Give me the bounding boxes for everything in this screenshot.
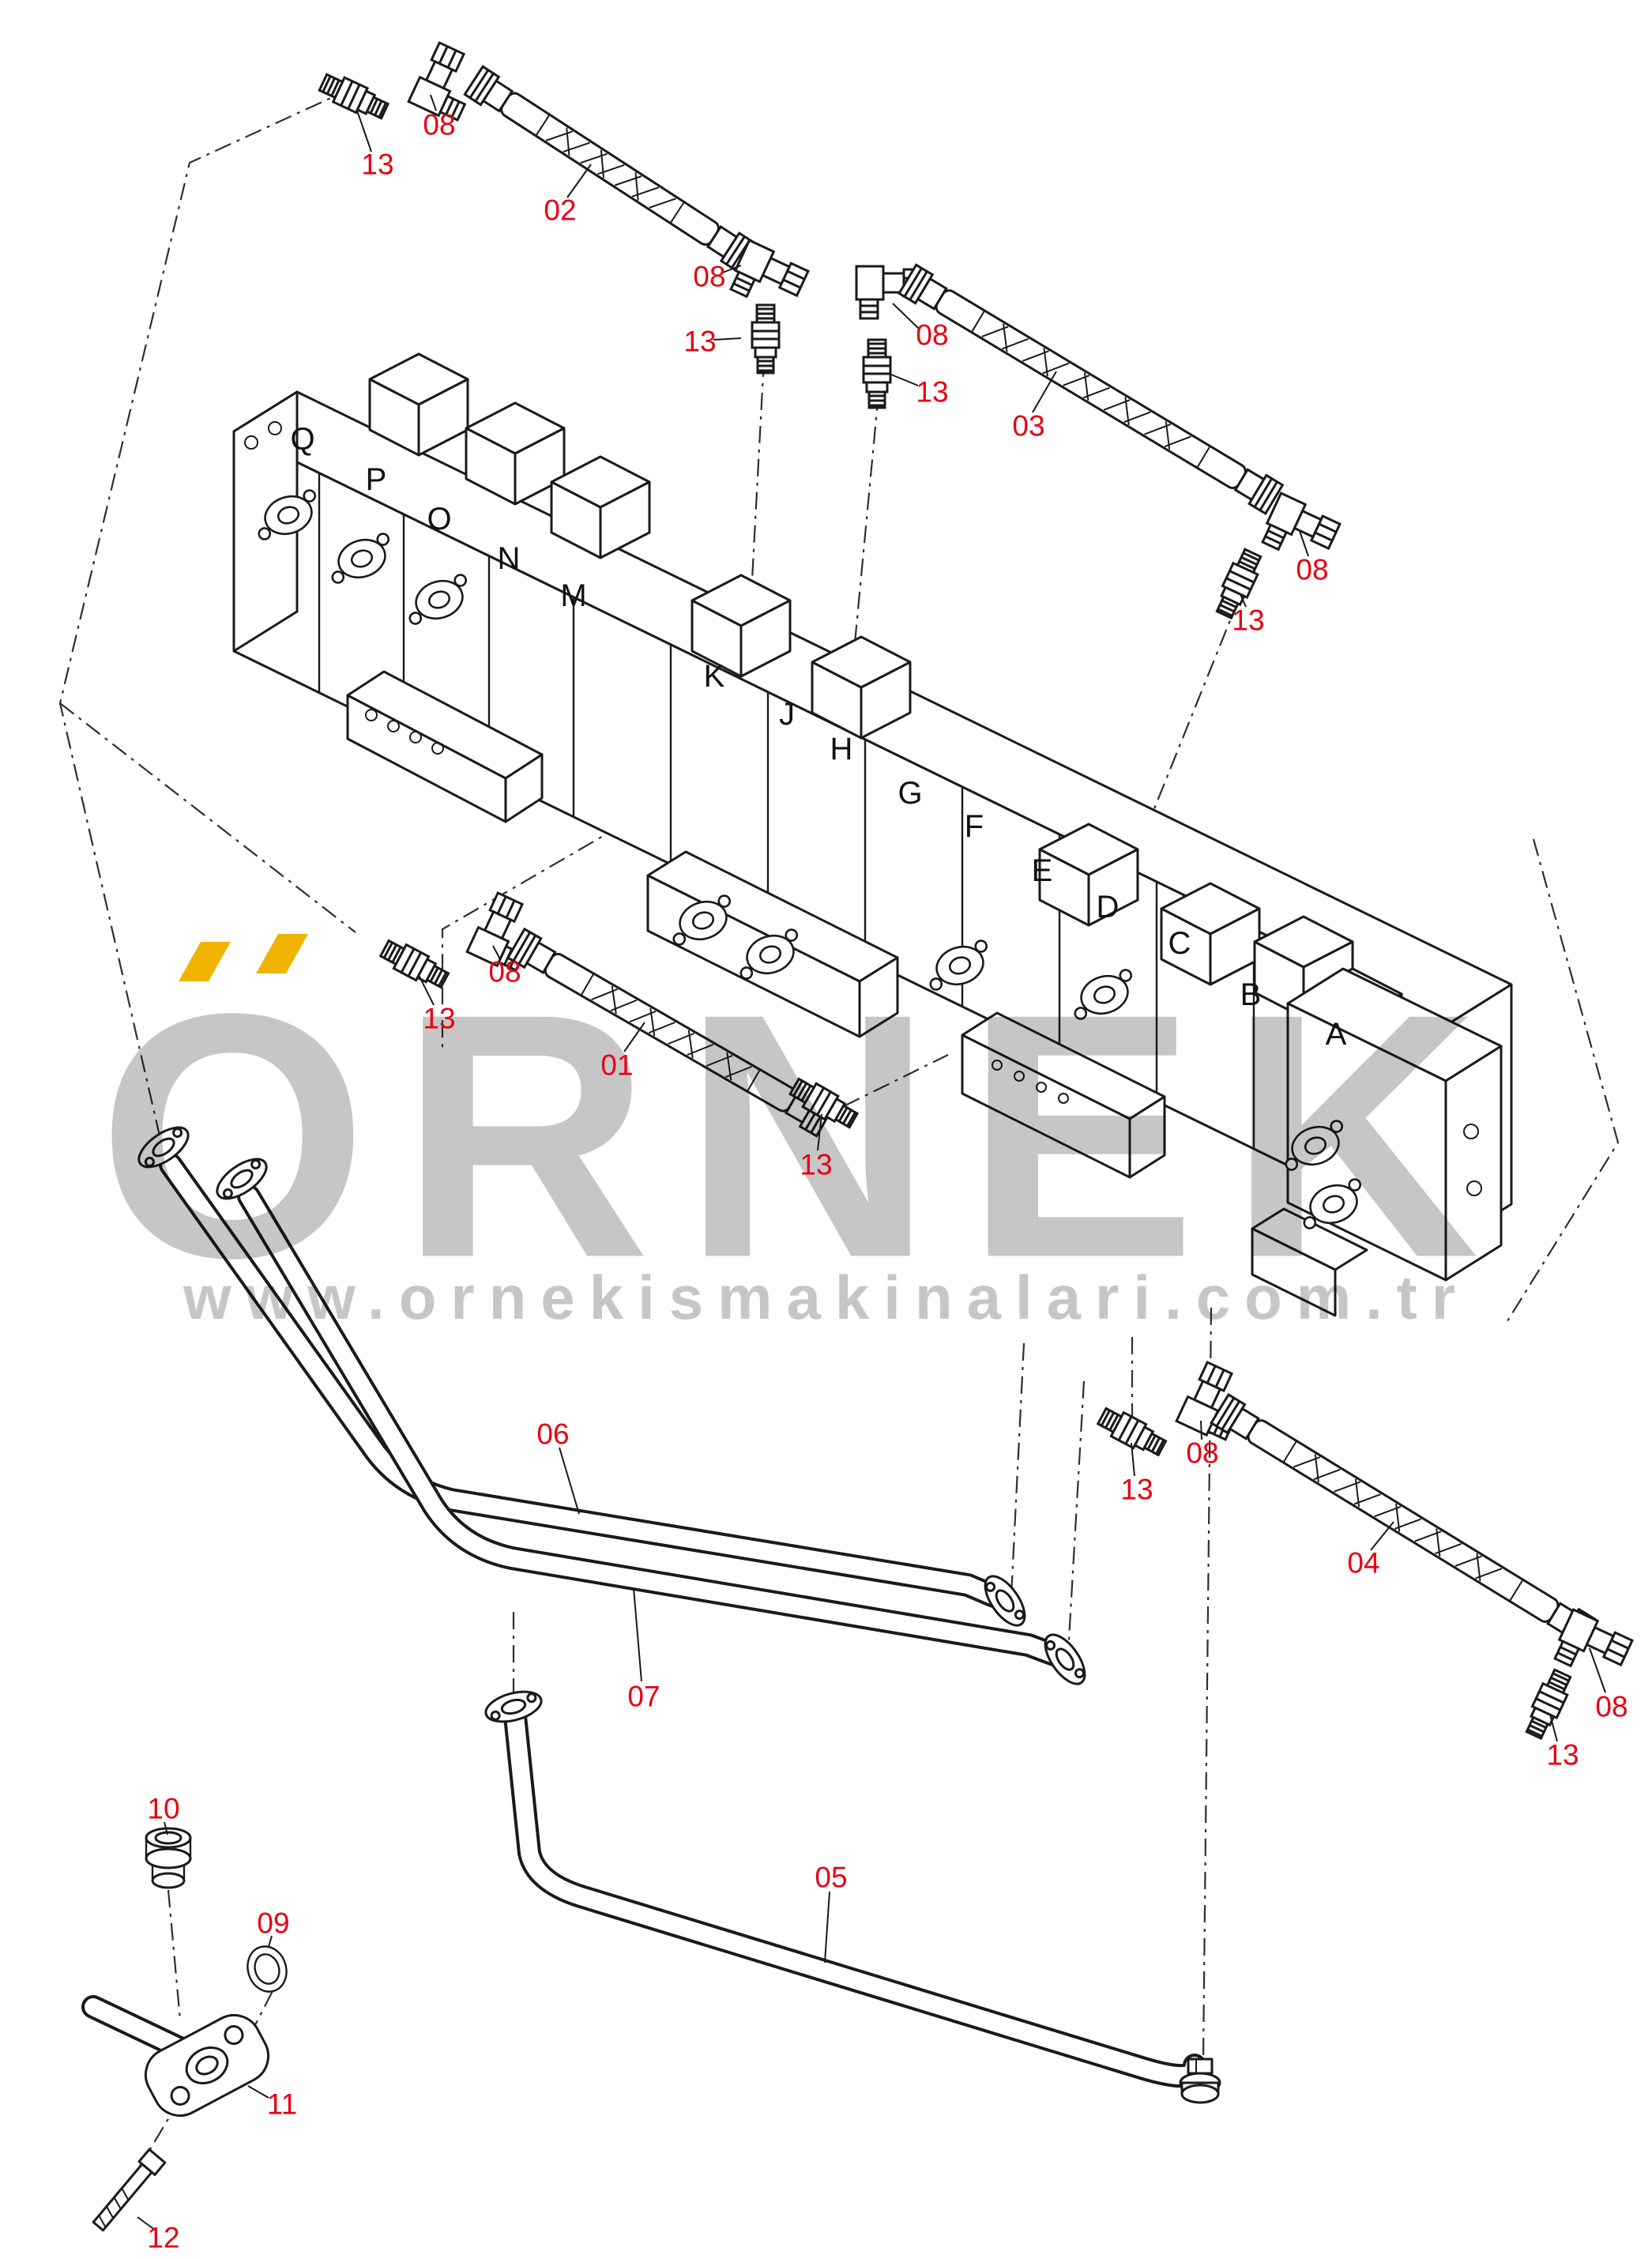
section-label: Q [290,422,314,457]
brand-accent-mark [256,934,308,973]
section-labels: Q P O N M K J H G F E D C B A [290,422,1346,1052]
part-label: 12 [147,2222,179,2254]
section-label: J [779,697,795,732]
part-label: 11 [267,2088,297,2121]
section-label: C [1168,926,1191,961]
section-label: P [366,462,387,497]
section-label: K [704,659,725,694]
lower-block [961,1011,1166,1179]
section-label: M [560,578,586,613]
part-09-oring [246,1945,288,1993]
part-label: 13 [1546,1739,1579,1771]
hose-assembly-04 [1094,1359,1635,1742]
part-label: 08 [1296,554,1328,586]
part-label: 08 [1186,1437,1218,1470]
part-label: 08 [1595,1691,1628,1723]
tube-05-end-fitting [1179,2058,1221,2104]
tube-07 [209,1150,1094,1692]
part-label: 06 [536,1418,569,1451]
part-label: 10 [147,1793,179,1825]
hose-assembly-03 [855,263,1343,622]
valve-block [232,352,1513,1317]
part-label: 03 [1012,410,1044,442]
section-label: H [830,732,853,766]
part-label: 13 [1120,1474,1153,1506]
part-label: 13 [916,376,948,409]
part-label: 01 [600,1049,633,1082]
tube-05 [481,1685,1221,2104]
part-label: 13 [1232,604,1264,637]
part-label: 13 [800,1149,832,1181]
part-label: 07 [627,1681,660,1713]
part-label: 13 [683,326,716,358]
watermark: ORNEK www.ornekismakinalari.com.tr [98,934,1511,1332]
part-label: 13 [423,1003,455,1035]
part-label: 08 [916,319,948,352]
section-label: O [427,502,451,537]
brand-accent-mark [179,942,231,981]
part-label: 04 [1347,1547,1379,1579]
watermark-url: www.ornekismakinalari.com.tr [183,1263,1469,1332]
section-label: N [498,541,521,576]
pilot-block [346,670,544,823]
part-label: 08 [488,956,521,988]
section-label: G [897,776,922,811]
part-label: 05 [815,1862,847,1894]
part-labels: 08 13 02 08 13 08 13 03 08 13 08 13 01 1… [147,109,1628,2254]
part-label: 09 [257,1907,289,1940]
hose-assembly-02 [316,40,811,375]
part-label: 08 [693,261,725,293]
section-label: B [1240,977,1262,1012]
part-label: 08 [423,109,455,141]
section-label: F [965,809,984,844]
part-label: 02 [544,194,576,227]
section-label: E [1032,853,1053,888]
part-12-bolt [92,2148,167,2232]
part-10-bushing [145,1827,192,1889]
section-label: D [1097,890,1120,924]
hose-assembly-01 [377,890,862,1138]
leader-lines [137,94,1606,2231]
watermark-brand: ORNEK [98,943,1511,1331]
section-label: A [1326,1017,1347,1052]
part-11-flange [81,1995,270,2117]
part-label: 13 [361,149,393,181]
